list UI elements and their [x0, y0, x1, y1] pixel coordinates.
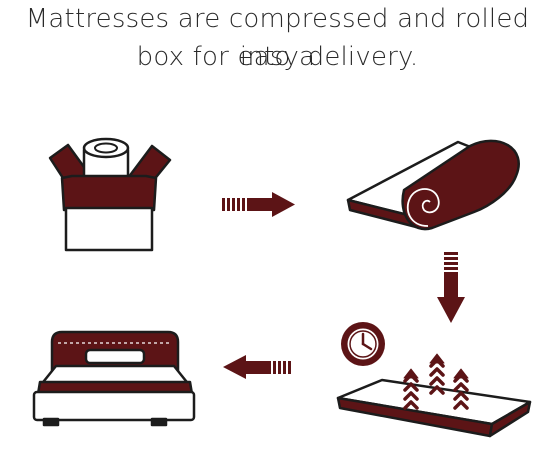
unrolling-mattress-icon — [346, 139, 520, 231]
mattress-roll — [401, 139, 520, 231]
bed-base — [32, 390, 196, 422]
expanding-mattress-end — [488, 400, 532, 438]
clock-icon — [341, 322, 385, 366]
arrow-left-icon — [223, 355, 291, 379]
mattress-roll-spiral — [406, 188, 440, 227]
made-bed-icon — [32, 330, 196, 427]
open-box-with-rolled-mattress-icon — [48, 137, 172, 252]
rolled-mattress-core — [94, 142, 118, 154]
arrow-right-icon — [222, 192, 295, 217]
box-front-band — [60, 174, 158, 212]
arrow-down-icon — [437, 252, 465, 323]
rolled-mattress-top — [82, 137, 130, 159]
expansion-arrows-icon — [403, 353, 469, 410]
caption-line-1: Mattresses are compressed and rolled int… — [25, 4, 530, 72]
expanding-mattress-with-clock-icon — [336, 322, 532, 438]
bed-leg-right — [150, 417, 168, 427]
caption-line-2: box for easy delivery. — [136, 42, 419, 72]
bed-pillow — [84, 348, 146, 365]
bed-leg-left — [42, 417, 60, 427]
box-body — [64, 206, 154, 252]
